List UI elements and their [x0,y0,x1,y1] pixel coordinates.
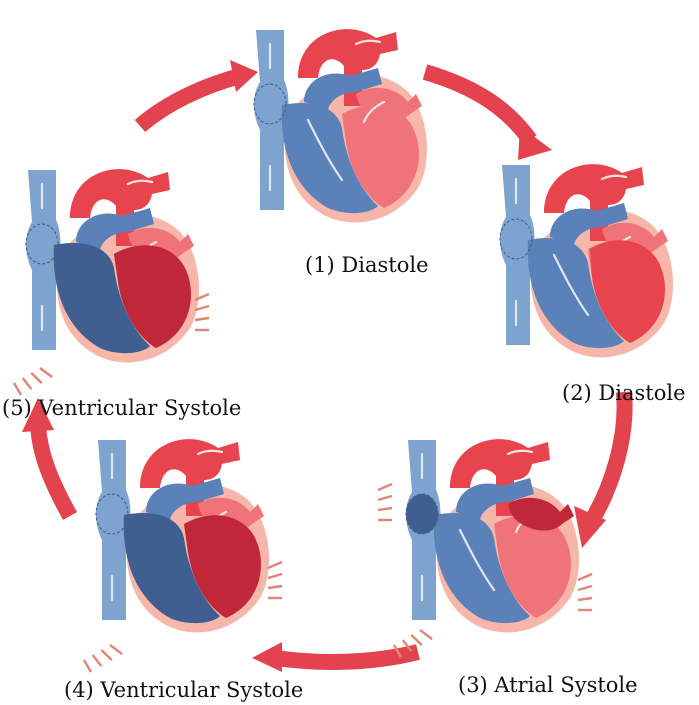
stage-label-3: (3) Atrial Systole [458,673,638,697]
stage-label-4: (4) Ventricular Systole [64,678,303,702]
heart-stage-4 [96,439,269,632]
stage-label-2: (2) Diastole [562,381,686,405]
cycle-arrow-5-to-1 [140,60,258,126]
heart-stage-3 [406,439,579,632]
stage-label-5: (5) Ventricular Systole [2,396,241,420]
stage-label-1: (1) Diastole [305,253,429,277]
heart-stage-5 [26,169,199,362]
heart-stage-2 [500,164,673,357]
heart-stage-1 [254,29,427,222]
cycle-arrow-2-to-3 [574,392,625,548]
cycle-arrow-3-to-4 [252,642,418,672]
cycle-arrow-1-to-2 [425,72,552,160]
